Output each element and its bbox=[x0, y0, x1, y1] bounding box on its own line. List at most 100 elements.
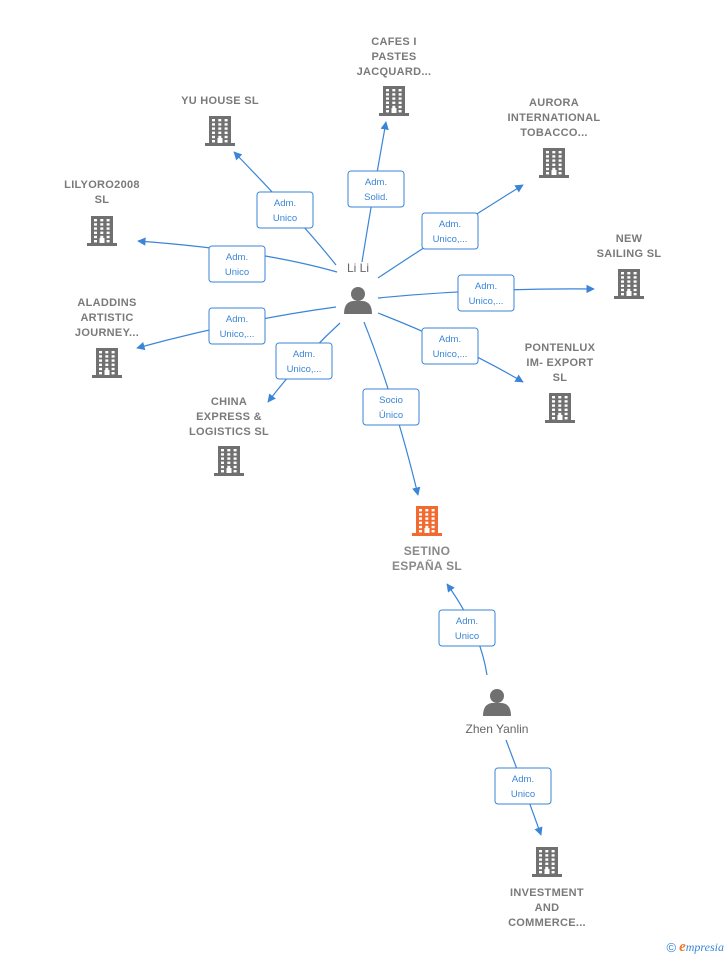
company-label: SETINO bbox=[404, 544, 450, 558]
edge-label-text: Unico bbox=[225, 267, 249, 278]
company-label: PASTES bbox=[372, 51, 417, 63]
building-icon bbox=[545, 393, 575, 423]
edge-label-box bbox=[421, 327, 479, 365]
edge-label-text: Adm. bbox=[274, 198, 296, 209]
edge-label-text: Adm. bbox=[512, 774, 534, 785]
edge-label-text: Unico,... bbox=[433, 234, 468, 245]
company-node-cafes[interactable]: CAFES I PASTES JACQUARD... bbox=[357, 36, 432, 116]
company-node-investment[interactable]: INVESTMENT AND COMMERCE... bbox=[508, 847, 586, 929]
company-label: IM- EXPORT bbox=[526, 357, 593, 369]
edge-label-lili-newsailing[interactable]: Adm. Unico,... bbox=[457, 274, 515, 312]
company-label: SL bbox=[553, 372, 568, 384]
edge-label-lili-china[interactable]: Adm. Unico,... bbox=[275, 342, 333, 380]
company-node-yuhouse[interactable]: YU HOUSE SL bbox=[181, 95, 259, 146]
company-label: AURORA bbox=[529, 97, 579, 109]
edge-label-zhen-investment[interactable]: Adm. Unico bbox=[494, 767, 552, 805]
edge-label-text: Socio bbox=[379, 395, 403, 406]
edge-labels-layer: Adm.Solid.Adm.UnicoAdm.Unico,...Adm.Unic… bbox=[208, 170, 552, 805]
edge-label-box bbox=[421, 212, 479, 250]
nodes-layer: CAFES I PASTES JACQUARD... YU HOUSE SL AUROR… bbox=[64, 36, 661, 929]
edge-label-text: Único bbox=[379, 410, 403, 421]
edge-label-box bbox=[438, 609, 496, 647]
building-icon bbox=[214, 446, 244, 476]
edge-label-text: Unico bbox=[273, 213, 297, 224]
building-icon bbox=[379, 86, 409, 116]
company-label: TOBACCO... bbox=[520, 127, 588, 139]
edge-label-text: Adm. bbox=[365, 177, 387, 188]
edge-label-text: Adm. bbox=[475, 281, 497, 292]
company-node-aurora[interactable]: AURORA INTERNATIONAL TOBACCO... bbox=[508, 97, 601, 178]
company-label: EXPRESS & bbox=[196, 411, 262, 423]
edge-label-lili-cafes[interactable]: Adm. Solid. bbox=[347, 170, 405, 208]
copyright-symbol: © bbox=[666, 940, 677, 955]
edge-label-text: Unico,... bbox=[287, 364, 322, 375]
edge-label-box bbox=[457, 274, 515, 312]
company-label: ESPAÑA SL bbox=[392, 558, 462, 573]
company-label: COMMERCE... bbox=[508, 917, 586, 929]
company-label: NEW bbox=[616, 233, 643, 245]
edge-label-text: Unico bbox=[511, 789, 535, 800]
edge-label-text: Adm. bbox=[439, 219, 461, 230]
company-node-pontenlux[interactable]: PONTENLUX IM- EXPORT SL bbox=[525, 342, 596, 423]
company-label: JOURNEY... bbox=[75, 327, 139, 339]
person-label: Zhen Yanlin bbox=[466, 722, 529, 736]
person-icon bbox=[483, 689, 511, 716]
company-node-aladdins[interactable]: ALADDINSARTISTICJOURNEY... bbox=[75, 297, 139, 378]
edge-label-box bbox=[362, 388, 420, 426]
company-label: LILYORO2008 bbox=[64, 179, 140, 191]
company-label: YU HOUSE SL bbox=[181, 95, 259, 107]
edge-label-box bbox=[494, 767, 552, 805]
edge-label-text: Adm. bbox=[439, 334, 461, 345]
person-label: Li Li bbox=[347, 261, 369, 275]
building-icon bbox=[412, 506, 442, 536]
edge-label-text: Solid. bbox=[364, 192, 388, 203]
building-icon bbox=[539, 148, 569, 178]
company-label: CHINA bbox=[211, 396, 247, 408]
company-label: CAFES I bbox=[371, 36, 417, 48]
company-label: SL bbox=[95, 194, 110, 206]
edge-label-text: Unico,... bbox=[469, 296, 504, 307]
edge-label-lili-aurora[interactable]: Adm. Unico,... bbox=[421, 212, 479, 250]
company-label: SAILING SL bbox=[597, 248, 662, 260]
edge-label-lili-aladdins[interactable]: Adm. Unico,... bbox=[208, 307, 266, 345]
company-label: LOGISTICS SL bbox=[189, 426, 269, 438]
company-label: ALADDINS bbox=[77, 297, 136, 309]
brand-initial: e bbox=[679, 939, 686, 955]
empresia-watermark: © empresia bbox=[667, 939, 725, 956]
edge-label-text: Adm. bbox=[293, 349, 315, 360]
company-label: INVESTMENT bbox=[510, 887, 584, 899]
company-label: AND bbox=[535, 902, 560, 914]
company-node-newsailing[interactable]: NEW SAILING SL bbox=[597, 233, 662, 299]
edge-label-lili-yuhouse[interactable]: Adm. Unico bbox=[256, 191, 314, 229]
edge-label-text: Adm. bbox=[226, 314, 248, 325]
building-icon bbox=[532, 847, 562, 877]
edge-label-text: Unico,... bbox=[433, 349, 468, 360]
person-icon bbox=[344, 287, 372, 314]
company-label: JACQUARD... bbox=[357, 66, 432, 78]
person-node-zhen[interactable]: Zhen Yanlin bbox=[466, 689, 529, 736]
company-node-china[interactable]: CHINA EXPRESS & LOGISTICS SL bbox=[189, 396, 269, 476]
brand-logo: empresia bbox=[679, 939, 724, 956]
edge-label-box bbox=[256, 191, 314, 229]
building-icon bbox=[614, 269, 644, 299]
edge-label-text: Adm. bbox=[226, 252, 248, 263]
brand-name: mpresia bbox=[685, 940, 724, 954]
company-label: PONTENLUX bbox=[525, 342, 596, 354]
edge-label-text: Adm. bbox=[456, 616, 478, 627]
building-icon bbox=[205, 116, 235, 146]
edge-label-box bbox=[208, 307, 266, 345]
company-label: INTERNATIONAL bbox=[508, 112, 601, 124]
edge-label-zhen-setino[interactable]: Adm.Unico bbox=[438, 609, 496, 647]
building-icon bbox=[87, 216, 117, 246]
edge-label-lili-lilyoro[interactable]: Adm. Unico bbox=[208, 245, 266, 283]
edge-label-box bbox=[275, 342, 333, 380]
edge-label-lili-pontenlux[interactable]: Adm. Unico,... bbox=[421, 327, 479, 365]
edge-label-box bbox=[208, 245, 266, 283]
edge-label-text: Unico,... bbox=[220, 329, 255, 340]
edge-label-box bbox=[347, 170, 405, 208]
person-node-lili[interactable]: Li Li bbox=[344, 261, 372, 314]
